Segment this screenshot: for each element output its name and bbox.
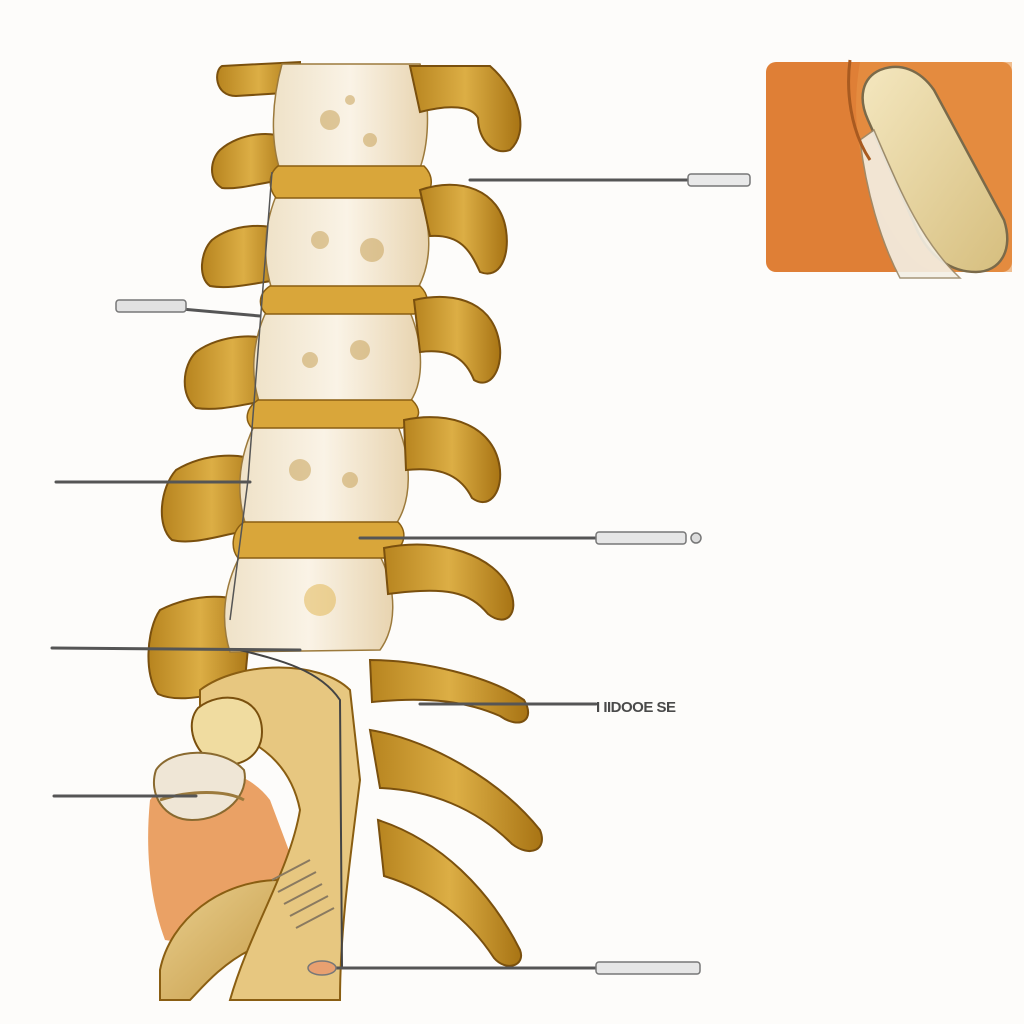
leader-line-8 (307, 960, 701, 976)
inset-panel (766, 59, 1012, 279)
sacrum (199, 666, 362, 1001)
femoral-head (152, 751, 246, 822)
vertebra-3 (253, 311, 422, 405)
disc-2 (259, 285, 428, 315)
leader-line-4 (358, 531, 702, 545)
disc-3 (246, 399, 420, 429)
bone-closeup-icon (861, 65, 1009, 274)
spinous-processes (368, 65, 543, 967)
vertebra-2 (264, 195, 430, 291)
lower-spinal-cord-line (239, 649, 343, 969)
vertebral-bodies (223, 63, 430, 653)
leader-line-1 (468, 173, 751, 187)
hip-socket (190, 696, 264, 766)
leader-line-2 (115, 299, 262, 318)
posterior-cord-line (229, 171, 273, 621)
intervertebral-discs (232, 165, 432, 559)
disc-1 (269, 165, 432, 199)
ligament-bands (271, 859, 335, 929)
bone-texture (289, 95, 384, 616)
inset-cartilage (859, 128, 962, 279)
leader-lines (50, 173, 751, 976)
vertebra-1 (272, 63, 429, 171)
disc-4 (232, 521, 405, 559)
vertebra-4 (239, 425, 409, 527)
leader-line-5 (50, 646, 302, 652)
leader-label: I IIDOOE SE (596, 699, 676, 716)
